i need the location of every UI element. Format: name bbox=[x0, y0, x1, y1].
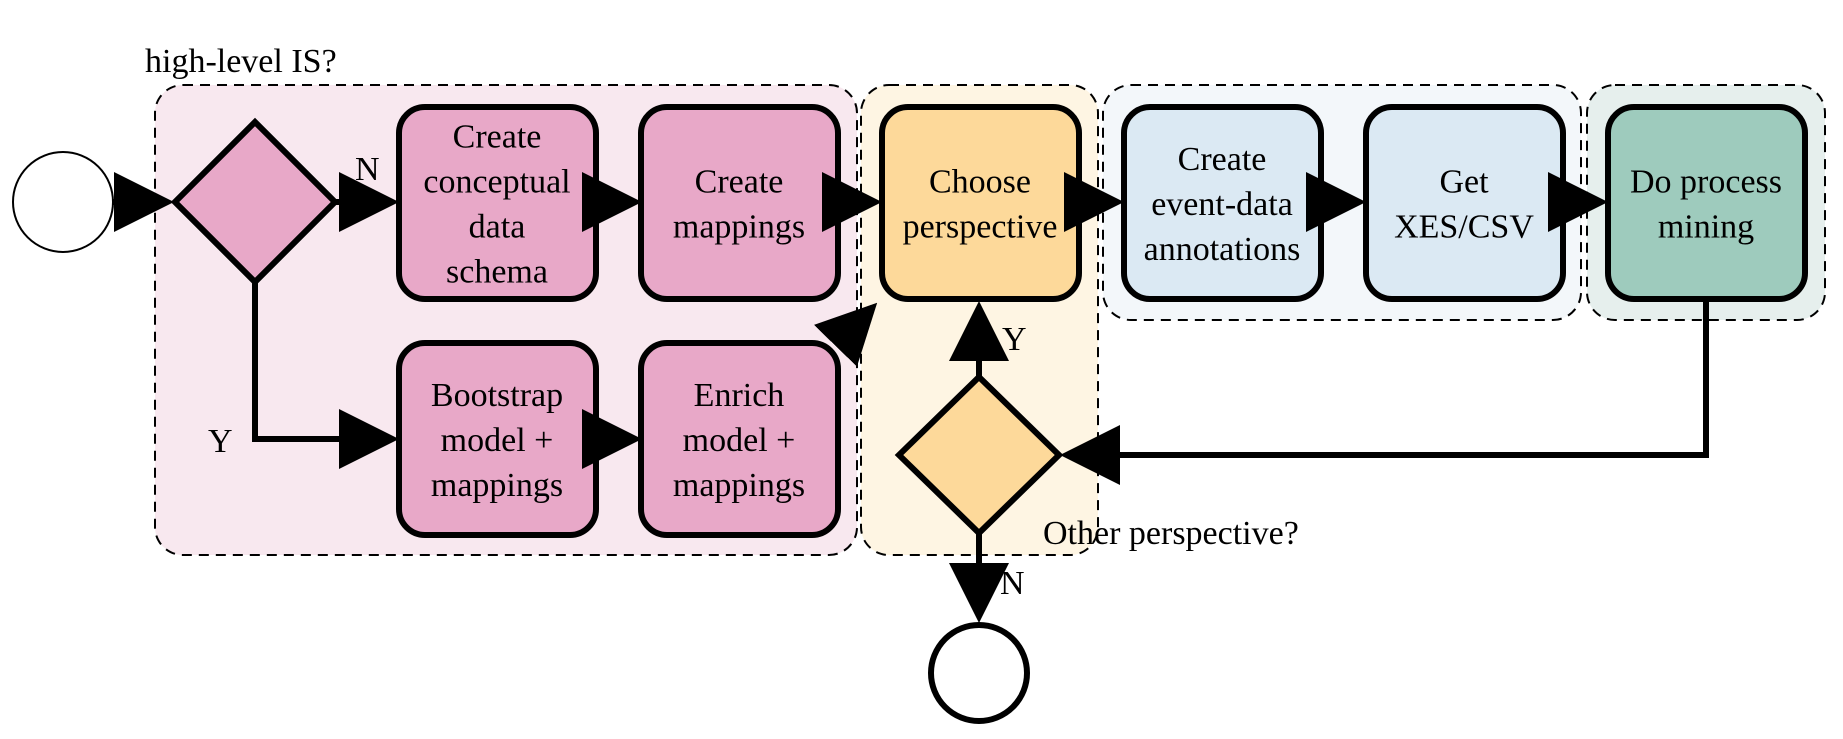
edge-label-is-no: N bbox=[355, 151, 380, 188]
group-title-high-level-is: high-level IS? bbox=[145, 43, 337, 80]
edge-label-is-yes: Y bbox=[208, 423, 233, 460]
node-label-line: mappings bbox=[673, 209, 805, 246]
label-create-schema: Create conceptual data schema bbox=[423, 119, 570, 291]
node-label-line: Create bbox=[453, 119, 542, 156]
node-label-line: mappings bbox=[431, 467, 563, 504]
node-label-line: data bbox=[469, 209, 526, 246]
node-label-line: XES/CSV bbox=[1394, 209, 1534, 246]
edge-label-other-perspective: Other perspective? bbox=[1043, 515, 1299, 552]
task-create-mappings bbox=[638, 104, 841, 302]
node-label-line: annotations bbox=[1144, 231, 1301, 268]
start-event bbox=[12, 151, 114, 253]
label-bootstrap: Bootstrap model + mappings bbox=[431, 377, 563, 504]
node-label-line: event-data bbox=[1151, 186, 1293, 223]
node-label-line: Create bbox=[695, 164, 784, 201]
edge-gateway-yes bbox=[252, 282, 399, 469]
node-label-line: Get bbox=[1439, 164, 1489, 201]
node-label-line: mining bbox=[1658, 209, 1754, 246]
label-do-mining: Do process mining bbox=[1630, 164, 1782, 246]
node-label-line: Choose bbox=[929, 164, 1031, 201]
label-enrich: Enrich model + mappings bbox=[673, 377, 805, 504]
task-get-xes bbox=[1363, 104, 1566, 302]
end-event bbox=[928, 622, 1030, 724]
edge-label-persp-yes: Y bbox=[1002, 321, 1027, 358]
edge-enrich-to-choose bbox=[813, 302, 878, 367]
node-label-line: model + bbox=[441, 422, 554, 459]
node-label-line: mappings bbox=[673, 467, 805, 504]
node-label-line: model + bbox=[683, 422, 796, 459]
task-choose-perspective bbox=[879, 104, 1082, 302]
node-label-line: schema bbox=[446, 254, 548, 291]
label-create-annotations: Create event-data annotations bbox=[1144, 141, 1301, 268]
label-choose-perspective: Choose perspective bbox=[903, 164, 1058, 246]
task-do-mining bbox=[1605, 104, 1808, 302]
node-label-line: Enrich bbox=[694, 377, 785, 414]
node-label-line: conceptual bbox=[423, 164, 570, 201]
node-label-line: Do process bbox=[1630, 164, 1782, 201]
edge-label-persp-no: N bbox=[1000, 565, 1025, 602]
node-label-line: Create bbox=[1178, 141, 1267, 178]
node-label-line: perspective bbox=[903, 209, 1058, 246]
edge-mining-loop bbox=[1060, 299, 1709, 485]
node-label-line: Bootstrap bbox=[431, 377, 563, 414]
label-create-mappings: Create mappings bbox=[673, 164, 805, 246]
